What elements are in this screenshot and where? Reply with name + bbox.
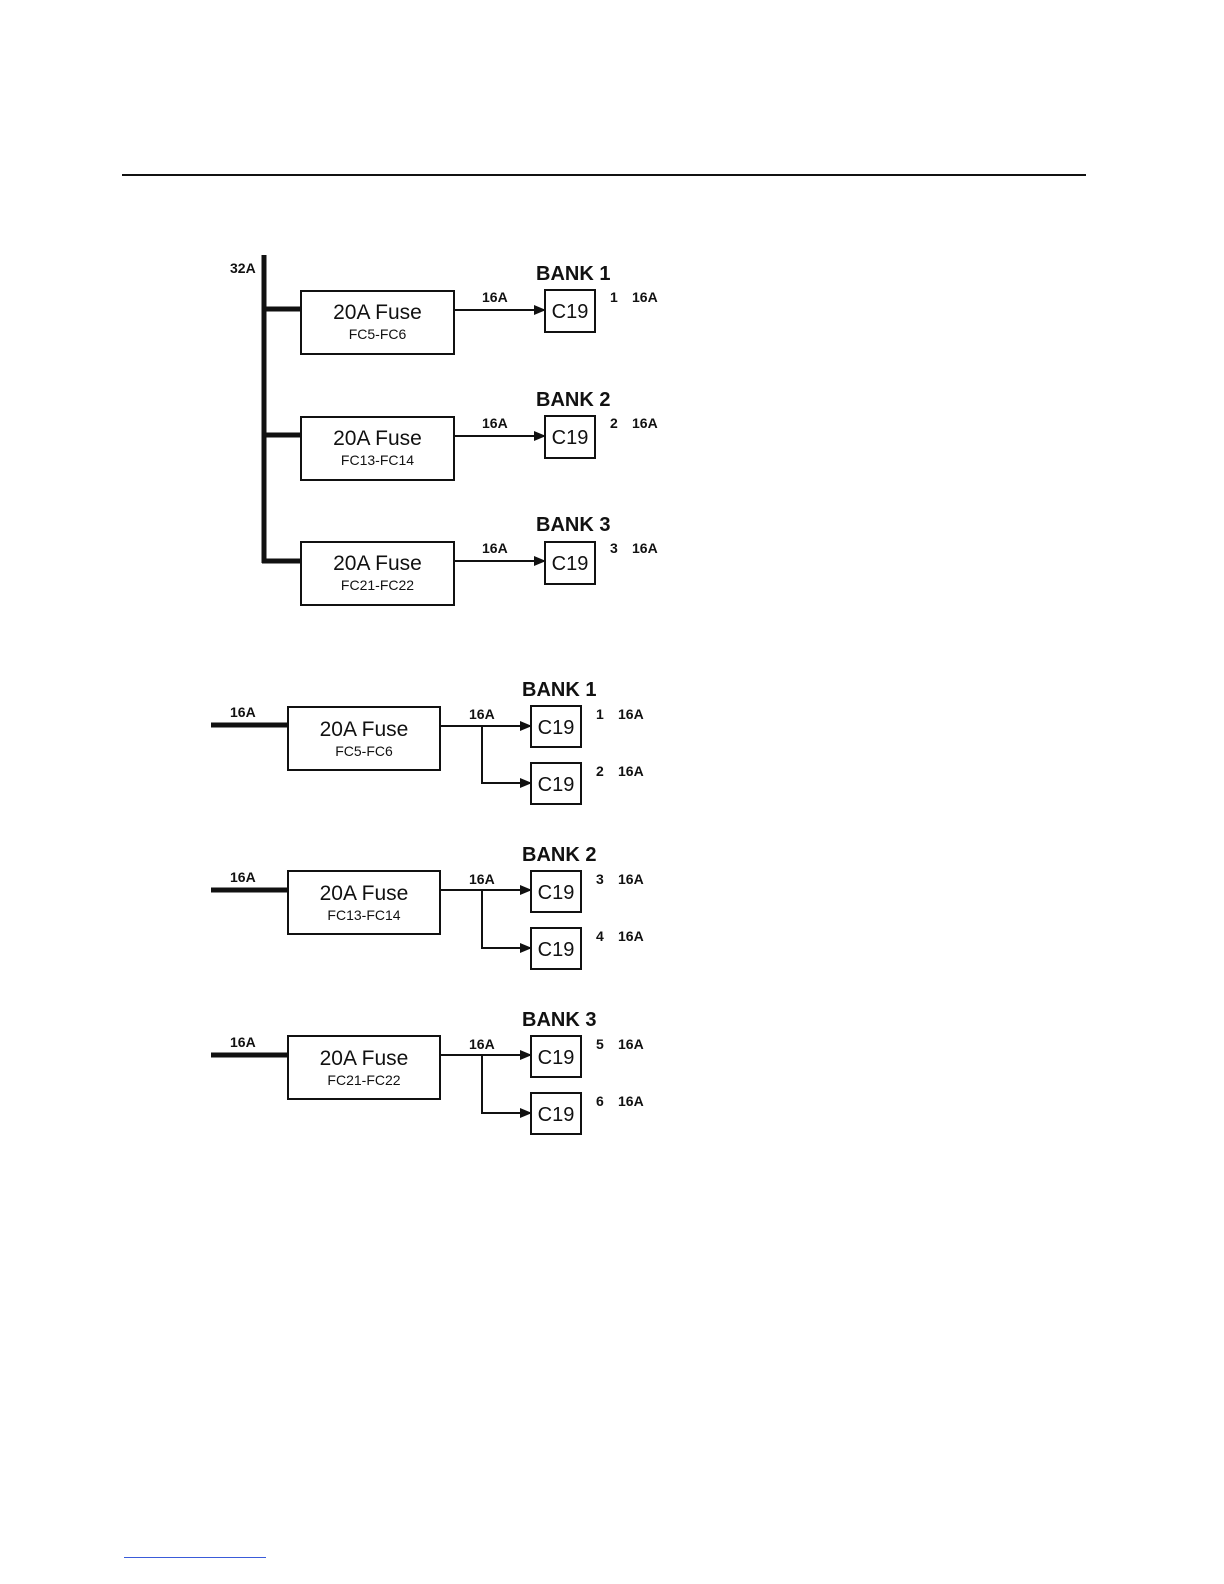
- outlet-type: C19: [538, 717, 575, 739]
- bank-title: BANK 2: [522, 844, 596, 866]
- bottom-branch-bank-3: 16A 20A Fuse FC21-FC22 16A BANK 3 C19 5 …: [211, 1009, 644, 1134]
- outlet-number: 5: [596, 1036, 604, 1052]
- outlet-type: C19: [552, 301, 589, 323]
- outlet-rating: 16A: [632, 540, 658, 556]
- wire-current-label: 16A: [469, 1036, 495, 1052]
- fuse-ids: FC13-FC14: [327, 907, 400, 923]
- fuse-ids: FC5-FC6: [349, 326, 407, 342]
- bank-title: BANK 1: [536, 263, 610, 285]
- outlet-number: 1: [596, 706, 604, 722]
- outlet-type: C19: [538, 1047, 575, 1069]
- outlet-rating: 16A: [618, 706, 644, 722]
- footnote-rule: [124, 1557, 266, 1558]
- outlet-rating: 16A: [618, 1093, 644, 1109]
- outlet-type: C19: [538, 1104, 575, 1126]
- outlet-number: 2: [596, 763, 604, 779]
- outlet-number: 3: [610, 540, 618, 556]
- bank-title: BANK 2: [536, 389, 610, 411]
- fuse-label: 20A Fuse: [333, 301, 422, 324]
- outlet-number: 3: [596, 871, 604, 887]
- fuse-label: 20A Fuse: [320, 882, 409, 905]
- input-current-label: 16A: [230, 869, 256, 885]
- bank-title: BANK 3: [522, 1009, 596, 1031]
- fuse-ids: FC5-FC6: [335, 743, 393, 759]
- wire-current-label: 16A: [482, 289, 508, 305]
- input-current-label: 16A: [230, 1034, 256, 1050]
- input-current-label: 32A: [230, 260, 256, 276]
- fuse-ids: FC13-FC14: [341, 452, 414, 468]
- wire-current-label: 16A: [482, 540, 508, 556]
- fuse-ids: FC21-FC22: [341, 577, 414, 593]
- output-arrow-2: [482, 726, 531, 783]
- wire-current-label: 16A: [482, 415, 508, 431]
- bank-title: BANK 1: [522, 679, 596, 701]
- bottom-diagram: 16A 20A Fuse FC5-FC6 16A BANK 1 C19 1 16…: [211, 679, 644, 1134]
- outlet-type: C19: [538, 774, 575, 796]
- outlet-number: 6: [596, 1093, 604, 1109]
- top-branch-bank-3: 20A Fuse FC21-FC22 16A BANK 3 C19 3 16A: [262, 514, 658, 605]
- output-arrow-2: [482, 1055, 531, 1113]
- fuse-label: 20A Fuse: [320, 1047, 409, 1070]
- outlet-rating: 16A: [618, 1036, 644, 1052]
- outlet-type: C19: [552, 553, 589, 575]
- bottom-branch-bank-2: 16A 20A Fuse FC13-FC14 16A BANK 2 C19 3 …: [211, 844, 644, 969]
- bank-title: BANK 3: [536, 514, 610, 536]
- fuse-label: 20A Fuse: [320, 718, 409, 741]
- outlet-type: C19: [538, 939, 575, 961]
- outlet-rating: 16A: [632, 415, 658, 431]
- top-diagram: 32A 20A Fuse FC5-FC6 16A BANK 1 C19 1 16…: [230, 255, 658, 605]
- outlet-rating: 16A: [618, 928, 644, 944]
- outlet-type: C19: [538, 882, 575, 904]
- output-arrow-2: [482, 890, 531, 948]
- outlet-rating: 16A: [632, 289, 658, 305]
- fuse-ids: FC21-FC22: [327, 1072, 400, 1088]
- top-branch-bank-1: 20A Fuse FC5-FC6 16A BANK 1 C19 1 16A: [262, 263, 658, 354]
- wire-current-label: 16A: [469, 871, 495, 887]
- fuse-label: 20A Fuse: [333, 427, 422, 450]
- input-current-label: 16A: [230, 704, 256, 720]
- outlet-type: C19: [552, 427, 589, 449]
- outlet-rating: 16A: [618, 871, 644, 887]
- bottom-branch-bank-1: 16A 20A Fuse FC5-FC6 16A BANK 1 C19 1 16…: [211, 679, 644, 804]
- wire-current-label: 16A: [469, 706, 495, 722]
- outlet-number: 1: [610, 289, 618, 305]
- fuse-label: 20A Fuse: [333, 552, 422, 575]
- top-branch-bank-2: 20A Fuse FC13-FC14 16A BANK 2 C19 2 16A: [262, 389, 658, 480]
- outlet-number: 4: [596, 928, 604, 944]
- outlet-rating: 16A: [618, 763, 644, 779]
- outlet-number: 2: [610, 415, 618, 431]
